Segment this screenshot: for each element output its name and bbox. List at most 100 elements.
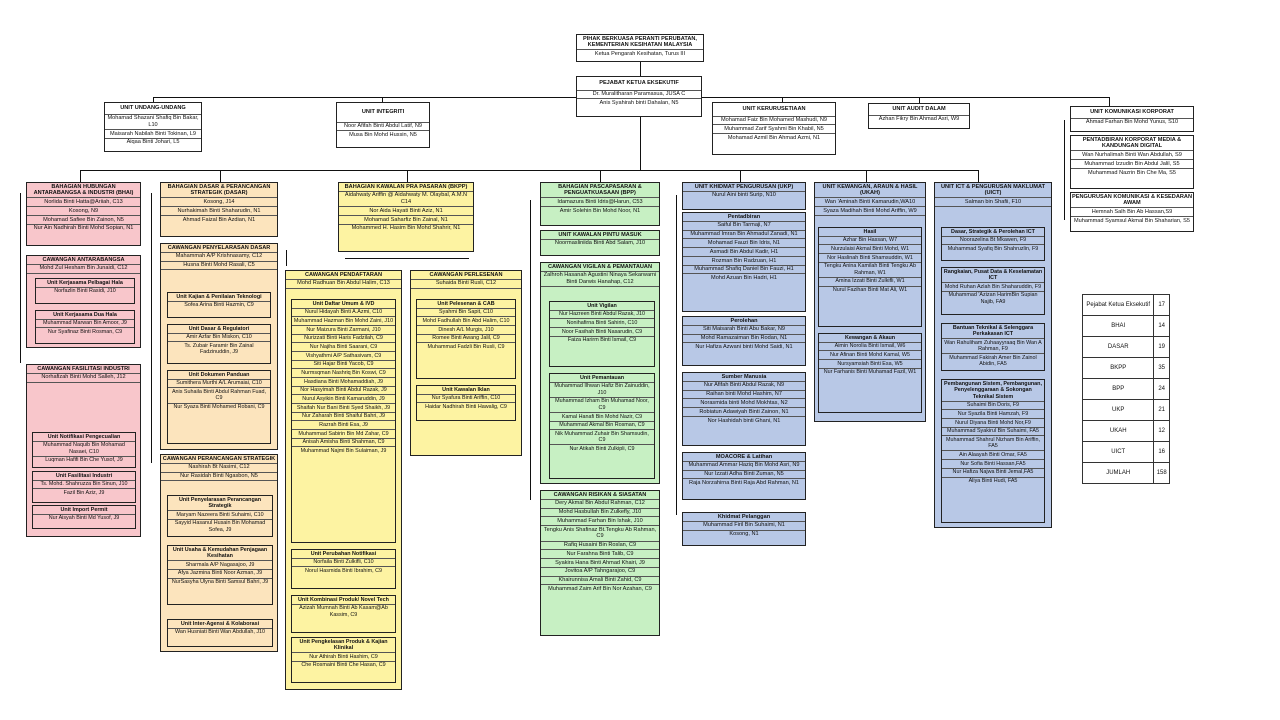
staff-name: Aidahwaty Ariffin @ Aidahwaty M. Olaybal… xyxy=(339,192,473,208)
unit-title: UNIT KHIDMAT PENGURUSAN (UKP) xyxy=(683,183,805,192)
dasar-cawangan-penyelarasan: CAWANGAN PENYELARASAN DASAR Mahammah A/P… xyxy=(160,243,278,450)
connector-line xyxy=(600,170,601,182)
section-title: Sumber Manusia xyxy=(683,373,805,382)
section-title: Dasar, Strategik & Perolehan ICT xyxy=(942,228,1044,237)
staff-name: Nonihafirna Binti Sahirin, C10 xyxy=(550,319,654,329)
staff-name: Mohammed H. Hasim Bin Mohd Shahrir, N1 xyxy=(351,225,461,232)
connector-line xyxy=(866,170,867,182)
uict-unit: UNIT ICT & PENGURUSAN MAKLUMAT (UICT) Sa… xyxy=(934,182,1052,528)
unit-title: Unit Kerjasama Dua Hala xyxy=(36,311,134,320)
connector-line xyxy=(640,62,641,76)
ukp-sumber-manusia: Sumber Manusia Nur Afifah Binti Abdul Ra… xyxy=(682,372,806,446)
connector-line xyxy=(151,193,152,463)
staff-name: Suhaida Binti Rusli, C12 xyxy=(411,280,521,289)
unit-title: Unit Dokumen Panduan xyxy=(168,371,270,380)
staff-name: Ain Alaayah Binti Omar, FA5 xyxy=(942,451,1044,461)
staff-name: Mohamad Saharfiz Bin Zainal, N1 xyxy=(339,216,473,225)
staff-name: Nurul Hidayah Binti A.Azmi, C10 xyxy=(292,309,395,318)
unit-komunikasi-korporat: UNIT KOMUNIKASI KORPORAT Ahmad Farhan Bi… xyxy=(1070,106,1194,132)
staff-name: Sumithera Murthi A/L Arumaiai, C10 xyxy=(168,380,270,389)
staff-name: Muhammad Syafiq Bin Shahruzlin, F9 xyxy=(947,245,1039,252)
staff-name: Nurul Aini binti Surip, N10 xyxy=(712,192,776,199)
unit-title: UNIT ICT & PENGURUSAN MAKLUMAT (UICT) xyxy=(935,183,1051,199)
staff-name: Anisah Amisha Binti Shahman, C9 xyxy=(292,439,395,448)
unit-undang-undang: UNIT UNDANG-UNDANG Mohamad Shazani Shafi… xyxy=(104,102,202,152)
staff-name: Mohamad Fauzi Bin Idris, N1 xyxy=(683,239,805,249)
staff-name: Muhammad Naquib Bin Mohamad Nasaei, C10 xyxy=(33,442,135,457)
ministry-title: PIHAK BERKUASA PERANTI PERUBATAN, KEMENT… xyxy=(577,35,703,51)
cawangan-risikan-siasatan: CAWANGAN RISIKAN & SIASATAN Dery Akmal B… xyxy=(540,490,660,636)
staff-name: Muhammad Firil Bin Suhaimi, N1 xyxy=(683,522,805,531)
staff-name: Faiza Harirm Binti Ismail, C9 xyxy=(567,337,637,344)
summary-value: 16 xyxy=(1153,441,1170,463)
staff-name: Nur Izzati Adha Binti Zuman, N5 xyxy=(683,471,805,480)
summary-value: 19 xyxy=(1153,336,1170,358)
staff-name: Maisarah Nabilah Binti Tokinan, L9 xyxy=(105,130,201,139)
connector-line xyxy=(740,170,741,182)
dasar-division: BAHAGIAN DASAR & PERANCANGAN STRATEGIK (… xyxy=(160,182,278,237)
connector-line xyxy=(345,258,469,259)
staff-name: Che Rosmaini Binti Che Hasan, C9 xyxy=(301,662,386,669)
unit-pengkelasan-produk: Unit Pengkelasan Produk & Kajian Klinika… xyxy=(291,637,396,683)
staff-name: Nur Athirah Binti Hashim, C9 xyxy=(292,653,395,662)
unit-title: Unit Kawalan Iklan xyxy=(417,386,515,395)
division-title: BAHAGIAN KAWALAN PRA PASARAN (BKPP) xyxy=(339,183,473,192)
summary-value: 158 xyxy=(1153,462,1170,484)
unit-pelesenan-cab: Unit Pelesenan & CAB Syahmi Bin Sapit, C… xyxy=(416,299,516,379)
branch-title: CAWANGAN RISIKAN & SIASATAN xyxy=(541,491,659,500)
staff-name: Dinesh A/L Murgis, J10 xyxy=(417,326,515,335)
unit-import-permit: Unit Import Permit Nur Aisyah Binti Md Y… xyxy=(32,505,136,529)
summary-label: JUMLAH xyxy=(1081,462,1155,484)
section-title: Bantuan Teknikal & Selenggara Perkakasan… xyxy=(942,324,1044,340)
staff-name: Raihan binti Mohd Hashim, N7 xyxy=(683,391,805,400)
section-title: Rangkaian, Pusat Data & Keselamatan ICT xyxy=(942,268,1044,284)
staff-name: Mohd Fadhullah Bin Abd Halim, C10 xyxy=(417,317,515,327)
staff-name: Muhammad Izzudin Bin Abdul Jalil, S5 xyxy=(1071,160,1193,169)
staff-name: Wan Husniati Binti Wan Abdullah, J10 xyxy=(174,629,266,636)
staff-name: Muhammad Shafiq Daniel Bin Fauzi, H1 xyxy=(683,266,805,275)
staff-name: Muhammad Fakirah Amer Bin Zainol Abidin,… xyxy=(949,354,1037,368)
staff-name: Muhammad Ilhwan Hafiz Bin Zainuddin, J10 xyxy=(550,383,654,398)
staff-name: Norfazlin Binti Rasidi, J10 xyxy=(54,288,116,295)
unit-title: Unit Inter-Agensi & Kolaborasi xyxy=(168,620,272,629)
staff-name: Noormasliniida Binti Abd Salam, J10 xyxy=(554,240,646,247)
branch-title: CAWANGAN PERANCANGAN STRATEGIK xyxy=(161,455,277,464)
staff-name: Noor Fasihah Binti Nasarudin, C9 xyxy=(550,328,654,337)
ministry-head: Ketua Pengarah Kesihatan, Turus III xyxy=(594,50,686,57)
staff-name: Dery Akmal Bin Abdul Rahman, C12 xyxy=(541,500,659,509)
connector-line xyxy=(382,97,383,102)
staff-name: Nor Hasyimah Binti Abdul Razak, J9 xyxy=(292,387,395,396)
staff-name: Khairunnisa Amali Binti Zahid, C9 xyxy=(541,577,659,586)
staff-name: Aliya Binti Hudi, FA5 xyxy=(968,478,1018,485)
staff-name: Asmadi Bin Abdul Kadir, H1 xyxy=(683,248,805,257)
summary-label: DASAR xyxy=(1081,336,1155,358)
staff-name: Nur Hazreen Binti Abdul Razak, J10 xyxy=(550,311,654,320)
ukah-unit: UNIT KEWANGAN, ARAUN & HASIL (UKAH) Wan … xyxy=(814,182,926,422)
staff-name: Nur Afinan Binti Mohd Kamal, W5 xyxy=(819,351,921,361)
connector-line xyxy=(978,170,979,182)
branch-title: CAWANGAN FASILITASI INDUSTRI xyxy=(27,365,140,374)
section-title: PENGURUSAN KOMUNIKASI & KESEDARAN AWAM xyxy=(1071,193,1193,209)
staff-name: Haidar Nadhirah Binti Hawalig, C9 xyxy=(425,403,507,410)
unit-title: UNIT UNDANG-UNDANG xyxy=(105,103,201,115)
ukp-moacore-latihan: MOACORE & Latihan Muhammad Ammar Haziq B… xyxy=(682,452,806,500)
staff-name: Muhammad Zarif Syahmi Bin Khabil, N5 xyxy=(713,125,835,135)
uict-dasar-strategik: Dasar, Strategik & Perolehan ICT Nooraze… xyxy=(941,227,1045,261)
staff-name: Tengku Anina Kamilah Binti Tengku Ab Rah… xyxy=(819,263,921,278)
unit-title: UNIT KAWALAN PINTU MASUK xyxy=(541,231,659,240)
unit-kawalan-pintu-masuk: UNIT KAWALAN PINTU MASUK Noormasliniida … xyxy=(540,230,660,256)
staff-name: Muhammad Syakirul Bin Suhaimi, FA5 xyxy=(942,428,1044,437)
summary-label: BKPP xyxy=(1081,357,1155,379)
summary-value: 35 xyxy=(1153,357,1170,379)
unit-title: UNIT KERURUSETIAAN xyxy=(713,103,835,117)
unit-title: Unit Daftar Umum & IVD xyxy=(292,300,395,309)
staff-name: Nur Syaza Binti Mohamed Robani, C9 xyxy=(173,404,265,411)
ceo-staff: Anis Syahirah binti Dahalan, N5 xyxy=(599,99,679,106)
summary-label: Pejabat Ketua Eksekutif xyxy=(1081,294,1155,316)
connector-line xyxy=(640,117,641,170)
